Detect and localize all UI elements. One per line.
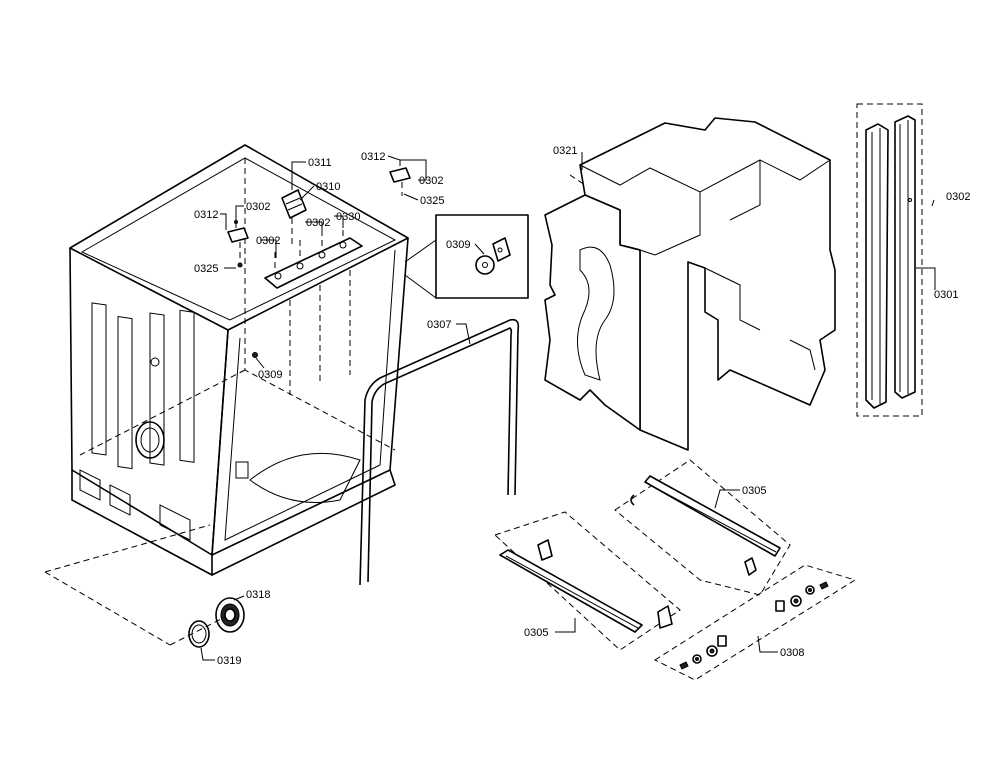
- side-trim-0301: [856, 103, 923, 417]
- label-0308: 0308: [780, 647, 804, 659]
- label-0312-right: 0312: [361, 151, 385, 163]
- label-0321: 0321: [553, 145, 577, 157]
- label-0305-upper: 0305: [742, 485, 766, 497]
- label-0325-right: 0325: [420, 195, 444, 207]
- label-0309-inset: 0309: [446, 239, 470, 251]
- label-0325-left: 0325: [194, 263, 218, 275]
- label-0301: 0301: [934, 289, 958, 301]
- rail-0305-upper: [614, 459, 791, 596]
- label-0318: 0318: [246, 589, 270, 601]
- label-0310: 0310: [316, 181, 340, 193]
- inset-0309: [404, 214, 529, 299]
- label-0309-tub: 0309: [258, 369, 282, 381]
- label-0302-center: 0302: [306, 217, 330, 229]
- gasket-nut: [188, 597, 245, 648]
- label-0311: 0311: [308, 157, 332, 169]
- label-0305-lower: 0305: [524, 627, 548, 639]
- label-0302-mid: 0302: [256, 235, 280, 247]
- rail-0305-lower: [494, 511, 681, 651]
- label-0302-trim: 0302: [946, 191, 970, 203]
- label-0330: 0330: [336, 211, 360, 223]
- hardware-kit-0308: [653, 564, 857, 681]
- part-labels: 0311 0310 0312 0302 0325 0302 0302 0330 …: [194, 145, 970, 667]
- top-bracket-assembly: [227, 160, 411, 358]
- label-0307: 0307: [427, 319, 451, 331]
- label-0312-left: 0312: [194, 209, 218, 221]
- label-0302-right: 0302: [419, 175, 443, 187]
- label-0302-left: 0302: [246, 201, 270, 213]
- insulation-blanket: [544, 117, 836, 451]
- label-0319: 0319: [217, 655, 241, 667]
- leader-lines: [200, 152, 936, 661]
- tube-0307: [359, 318, 520, 586]
